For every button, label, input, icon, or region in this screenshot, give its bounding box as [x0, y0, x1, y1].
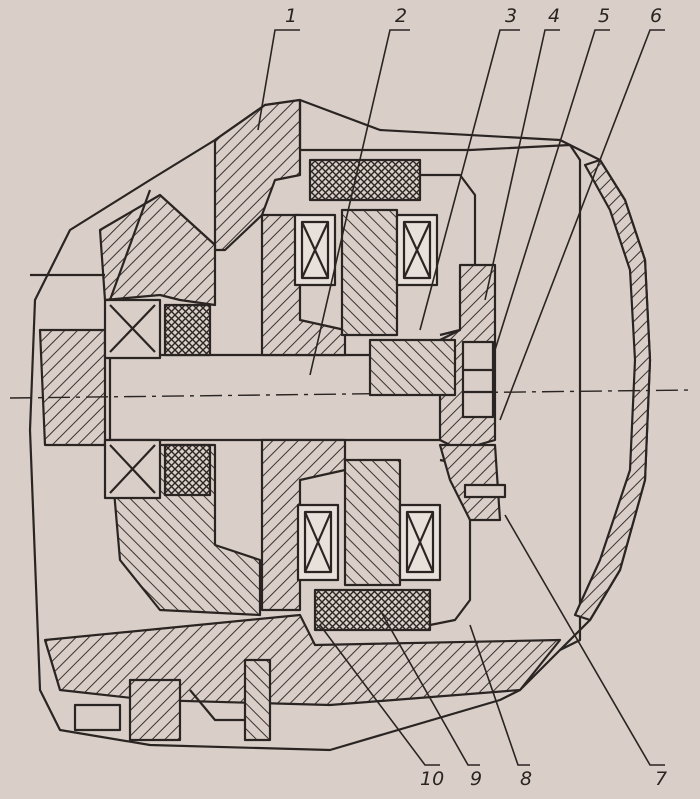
callout-5: 5 — [598, 5, 610, 27]
gear-tooth — [243, 658, 272, 742]
leader-lines — [257, 29, 665, 766]
callout-7: 7 — [655, 768, 667, 790]
callout-1: 1 — [285, 5, 297, 27]
cover-shell — [573, 158, 652, 622]
bottom-plate — [73, 703, 122, 732]
nut — [461, 340, 495, 419]
gear-bottom — [128, 678, 182, 742]
callout-9: 9 — [470, 768, 482, 790]
callout-6: 6 — [650, 5, 662, 27]
housing-left-lower — [38, 328, 107, 447]
callout-3: 3 — [505, 5, 517, 27]
wedge-key — [368, 338, 457, 397]
seal-upper — [163, 303, 212, 357]
housing-wall-top — [213, 98, 302, 252]
pole-upper — [340, 208, 399, 337]
lower-flange — [438, 443, 502, 522]
callout-8: 8 — [520, 768, 532, 790]
seal-lower — [163, 443, 212, 497]
rotor-hub-lower — [260, 438, 347, 612]
callout-10: 10 — [420, 768, 444, 790]
stator-core-lower — [313, 588, 432, 632]
callout-labels: 1 2 3 4 5 6 7 8 9 10 — [285, 5, 667, 790]
callout-4: 4 — [548, 5, 560, 27]
housing-left-block — [98, 193, 217, 307]
bolt — [463, 483, 507, 499]
stator-core-upper — [308, 158, 422, 202]
callout-2: 2 — [395, 5, 407, 27]
pole-lower — [343, 458, 402, 587]
cover-outline — [298, 100, 582, 651]
